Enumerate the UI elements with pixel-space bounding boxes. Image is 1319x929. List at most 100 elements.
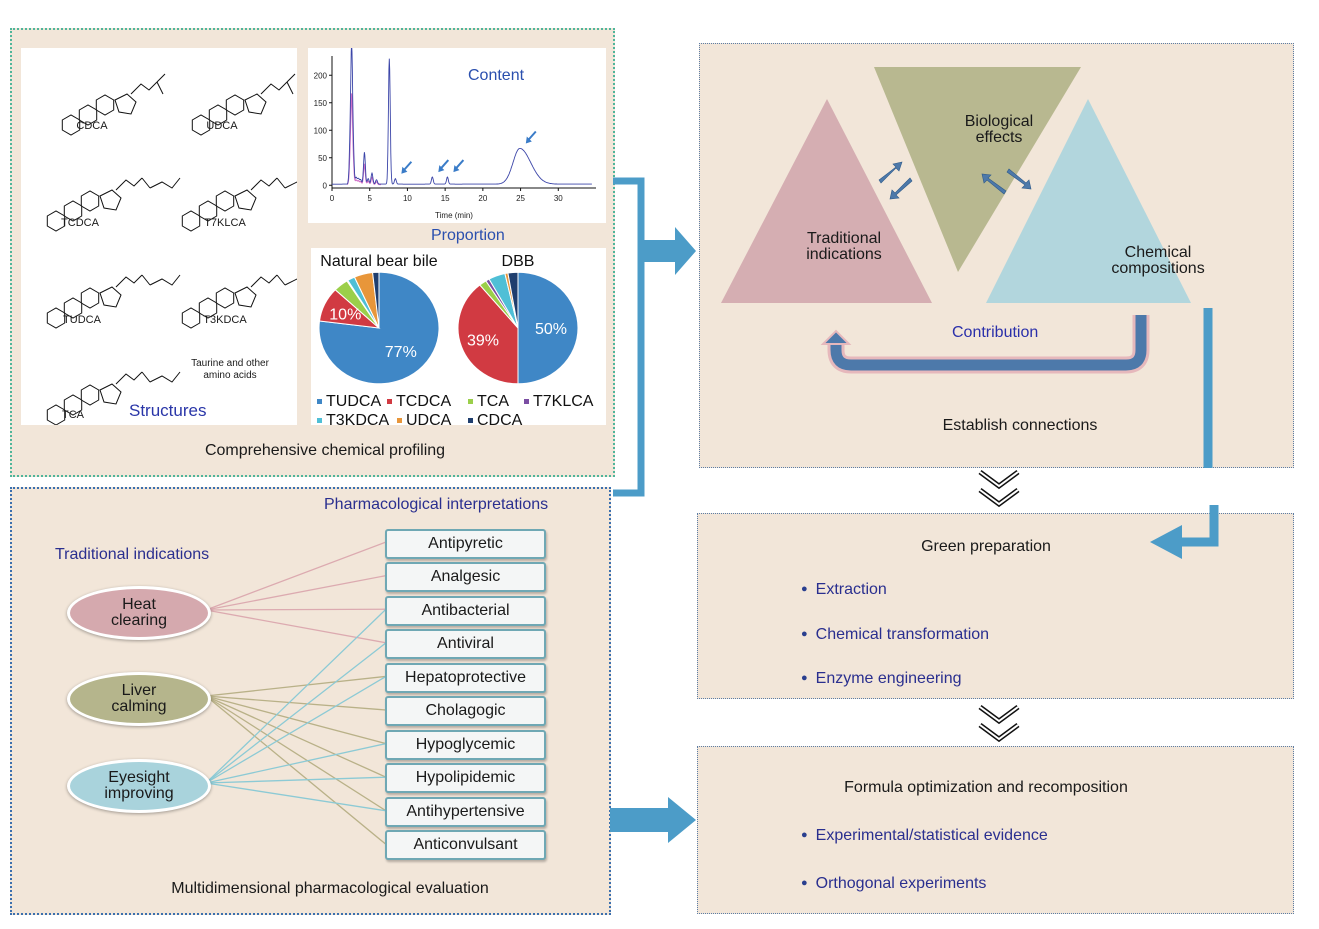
traditional-indications-triangle xyxy=(721,99,932,303)
legend-swatch xyxy=(387,399,392,404)
pie-slice-cdca xyxy=(507,271,519,329)
effect-hypolipidemic[interactable]: Hypolipidemic xyxy=(385,763,546,793)
effect-cholagogic[interactable]: Cholagogic xyxy=(385,696,546,726)
legend-label-t3kdca: T3KDCA xyxy=(326,412,389,425)
pie-title: DBB xyxy=(502,253,535,270)
bracket-connector xyxy=(613,177,645,497)
pie-data-label: 39% xyxy=(467,333,499,350)
legend-swatch xyxy=(468,418,473,423)
indication-label: Heat xyxy=(122,596,156,613)
link-line xyxy=(205,695,387,778)
x-tick-label: 25 xyxy=(516,194,525,203)
compound-label-t3kdca: T3KDCA xyxy=(203,314,247,326)
pie-data-label: 50% xyxy=(535,321,567,338)
effect-analgesic[interactable]: Analgesic xyxy=(385,562,546,592)
pie-slice-tudca xyxy=(517,271,579,385)
compound-label-tudca: TUDCA xyxy=(63,314,101,326)
legend-swatch xyxy=(524,399,529,404)
legend-label-tudca: TUDCA xyxy=(326,393,381,410)
traditional-line1: Traditional xyxy=(806,230,882,247)
profiling-caption: Comprehensive chemical profiling xyxy=(204,442,446,459)
swap-arrows-left-icon xyxy=(878,161,913,200)
legend-label-tcdca: TCDCA xyxy=(396,393,451,410)
effect-antipyretic[interactable]: Antipyretic xyxy=(385,529,546,559)
steroid-structure-icon xyxy=(46,177,181,232)
x-tick-label: 0 xyxy=(330,194,335,203)
x-tick-label: 10 xyxy=(403,194,412,203)
chemical-line1: Chemical xyxy=(1124,244,1192,261)
effect-hypoglycemic[interactable]: Hypoglycemic xyxy=(385,730,546,760)
contribution-arrow-head-icon xyxy=(820,329,852,345)
arrow-to-green-preparation-icon xyxy=(1150,505,1219,559)
x-tick-label: 15 xyxy=(441,194,450,203)
taurine-note: Taurine and other amino acids xyxy=(191,358,269,381)
x-tick-label: 20 xyxy=(478,194,487,203)
indication-label: clearing xyxy=(110,612,168,629)
steroid-structure-icon xyxy=(181,274,316,329)
peak-arrowhead-icon xyxy=(438,165,445,173)
chemical-line2: compositions xyxy=(1111,260,1205,277)
green-item-extraction: Extraction xyxy=(801,581,887,599)
legend-label-t7klca: T7KLCA xyxy=(533,393,594,410)
traditional-indications-label: Traditional indications xyxy=(764,231,924,263)
structures-card xyxy=(21,48,316,426)
formula-item-experimental-evidence: Experimental/statistical evidence xyxy=(801,827,1048,845)
effect-antiviral[interactable]: Antiviral xyxy=(385,629,546,659)
link-line xyxy=(205,776,387,784)
biological-effects-label: Biological effects xyxy=(919,114,1079,146)
connections-caption: Establish connections xyxy=(942,417,1098,434)
double-chevron-down-icon xyxy=(978,704,1020,743)
y-tick-label: 0 xyxy=(323,181,328,190)
indication-label: Liver xyxy=(121,682,157,699)
y-tick-label: 200 xyxy=(314,71,328,80)
arrow-to-formula-icon xyxy=(610,797,696,843)
legend-swatch xyxy=(317,418,322,423)
pie-slice-cdca xyxy=(372,271,380,329)
indication-label: improving xyxy=(104,785,174,802)
indication-effect-links xyxy=(205,541,387,845)
contribution-arrow-body xyxy=(830,315,1147,371)
effect-antihypertensive[interactable]: Antihypertensive xyxy=(385,797,546,827)
biological-line1: Biological xyxy=(964,113,1034,130)
x-tick-label: 30 xyxy=(554,194,563,203)
link-line xyxy=(205,541,387,611)
chemical-compositions-label: Chemical compositions xyxy=(1078,245,1238,277)
green-item-enzyme-engineering: Enzyme engineering xyxy=(801,670,962,688)
effect-anticonvulsant[interactable]: Anticonvulsant xyxy=(385,830,546,860)
compound-label-udca: UDCA xyxy=(206,120,238,132)
y-tick-label: 150 xyxy=(314,99,328,108)
double-chevron-down-icon xyxy=(978,469,1020,508)
y-tick-label: 50 xyxy=(318,154,327,163)
compound-label-tcdca: TCDCA xyxy=(61,217,99,229)
link-line xyxy=(205,695,387,845)
chemical-compositions-triangle xyxy=(986,99,1191,303)
legend-swatch xyxy=(397,418,402,423)
legend-swatch xyxy=(468,399,473,404)
effect-antibacterial[interactable]: Antibacterial xyxy=(385,596,546,626)
indications-title: Traditional indications xyxy=(55,546,210,563)
legend-label-udca: UDCA xyxy=(406,412,452,425)
link-line xyxy=(205,695,387,745)
flow-connectors xyxy=(610,177,696,843)
effect-hepatoprotective[interactable]: Hepatoprotective xyxy=(385,663,546,693)
x-tick-label: 5 xyxy=(367,194,372,203)
green-preparation-title: Green preparation xyxy=(921,538,1051,555)
pie-title: Natural bear bile xyxy=(320,253,438,270)
pie-data-label: 10% xyxy=(329,306,361,323)
compound-label-t7klca: T7KLCA xyxy=(204,217,246,229)
pie-slice-tcdca xyxy=(457,284,519,385)
link-line xyxy=(205,642,387,784)
indication-label: calming xyxy=(111,698,167,715)
chart-title: Content xyxy=(468,67,525,84)
peak-arrowhead-icon xyxy=(453,165,460,173)
traditional-line2: indications xyxy=(806,246,882,263)
proportion-title: Proportion xyxy=(431,227,505,244)
arrow-to-connections-icon xyxy=(644,227,696,275)
contribution-label: Contribution xyxy=(952,324,1039,341)
